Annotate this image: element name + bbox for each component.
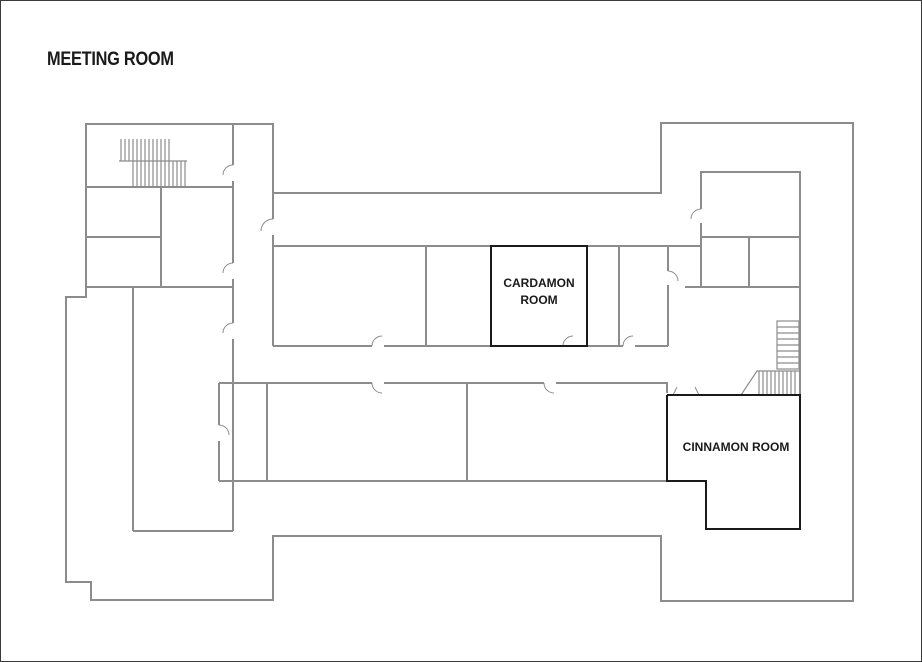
page-title: MEETING ROOM xyxy=(47,49,174,70)
door-swings xyxy=(218,164,702,436)
staircase-top-left xyxy=(86,124,234,531)
cardamon-room-label-line1: CARDAMON xyxy=(503,276,574,290)
cinnamon-room-outline[interactable] xyxy=(666,394,801,530)
cardamon-room-outline[interactable] xyxy=(490,245,588,347)
cinnamon-room-label: CINNAMON ROOM xyxy=(683,440,790,454)
outer-wall-left xyxy=(65,122,854,602)
north-rooms xyxy=(272,193,701,347)
cardamon-room-label-line2: ROOM xyxy=(520,293,557,307)
south-rooms xyxy=(218,382,668,531)
east-rooms xyxy=(685,171,801,395)
door-openings xyxy=(217,165,703,441)
staircase-east xyxy=(740,320,800,396)
rooms-left-column xyxy=(85,124,233,532)
